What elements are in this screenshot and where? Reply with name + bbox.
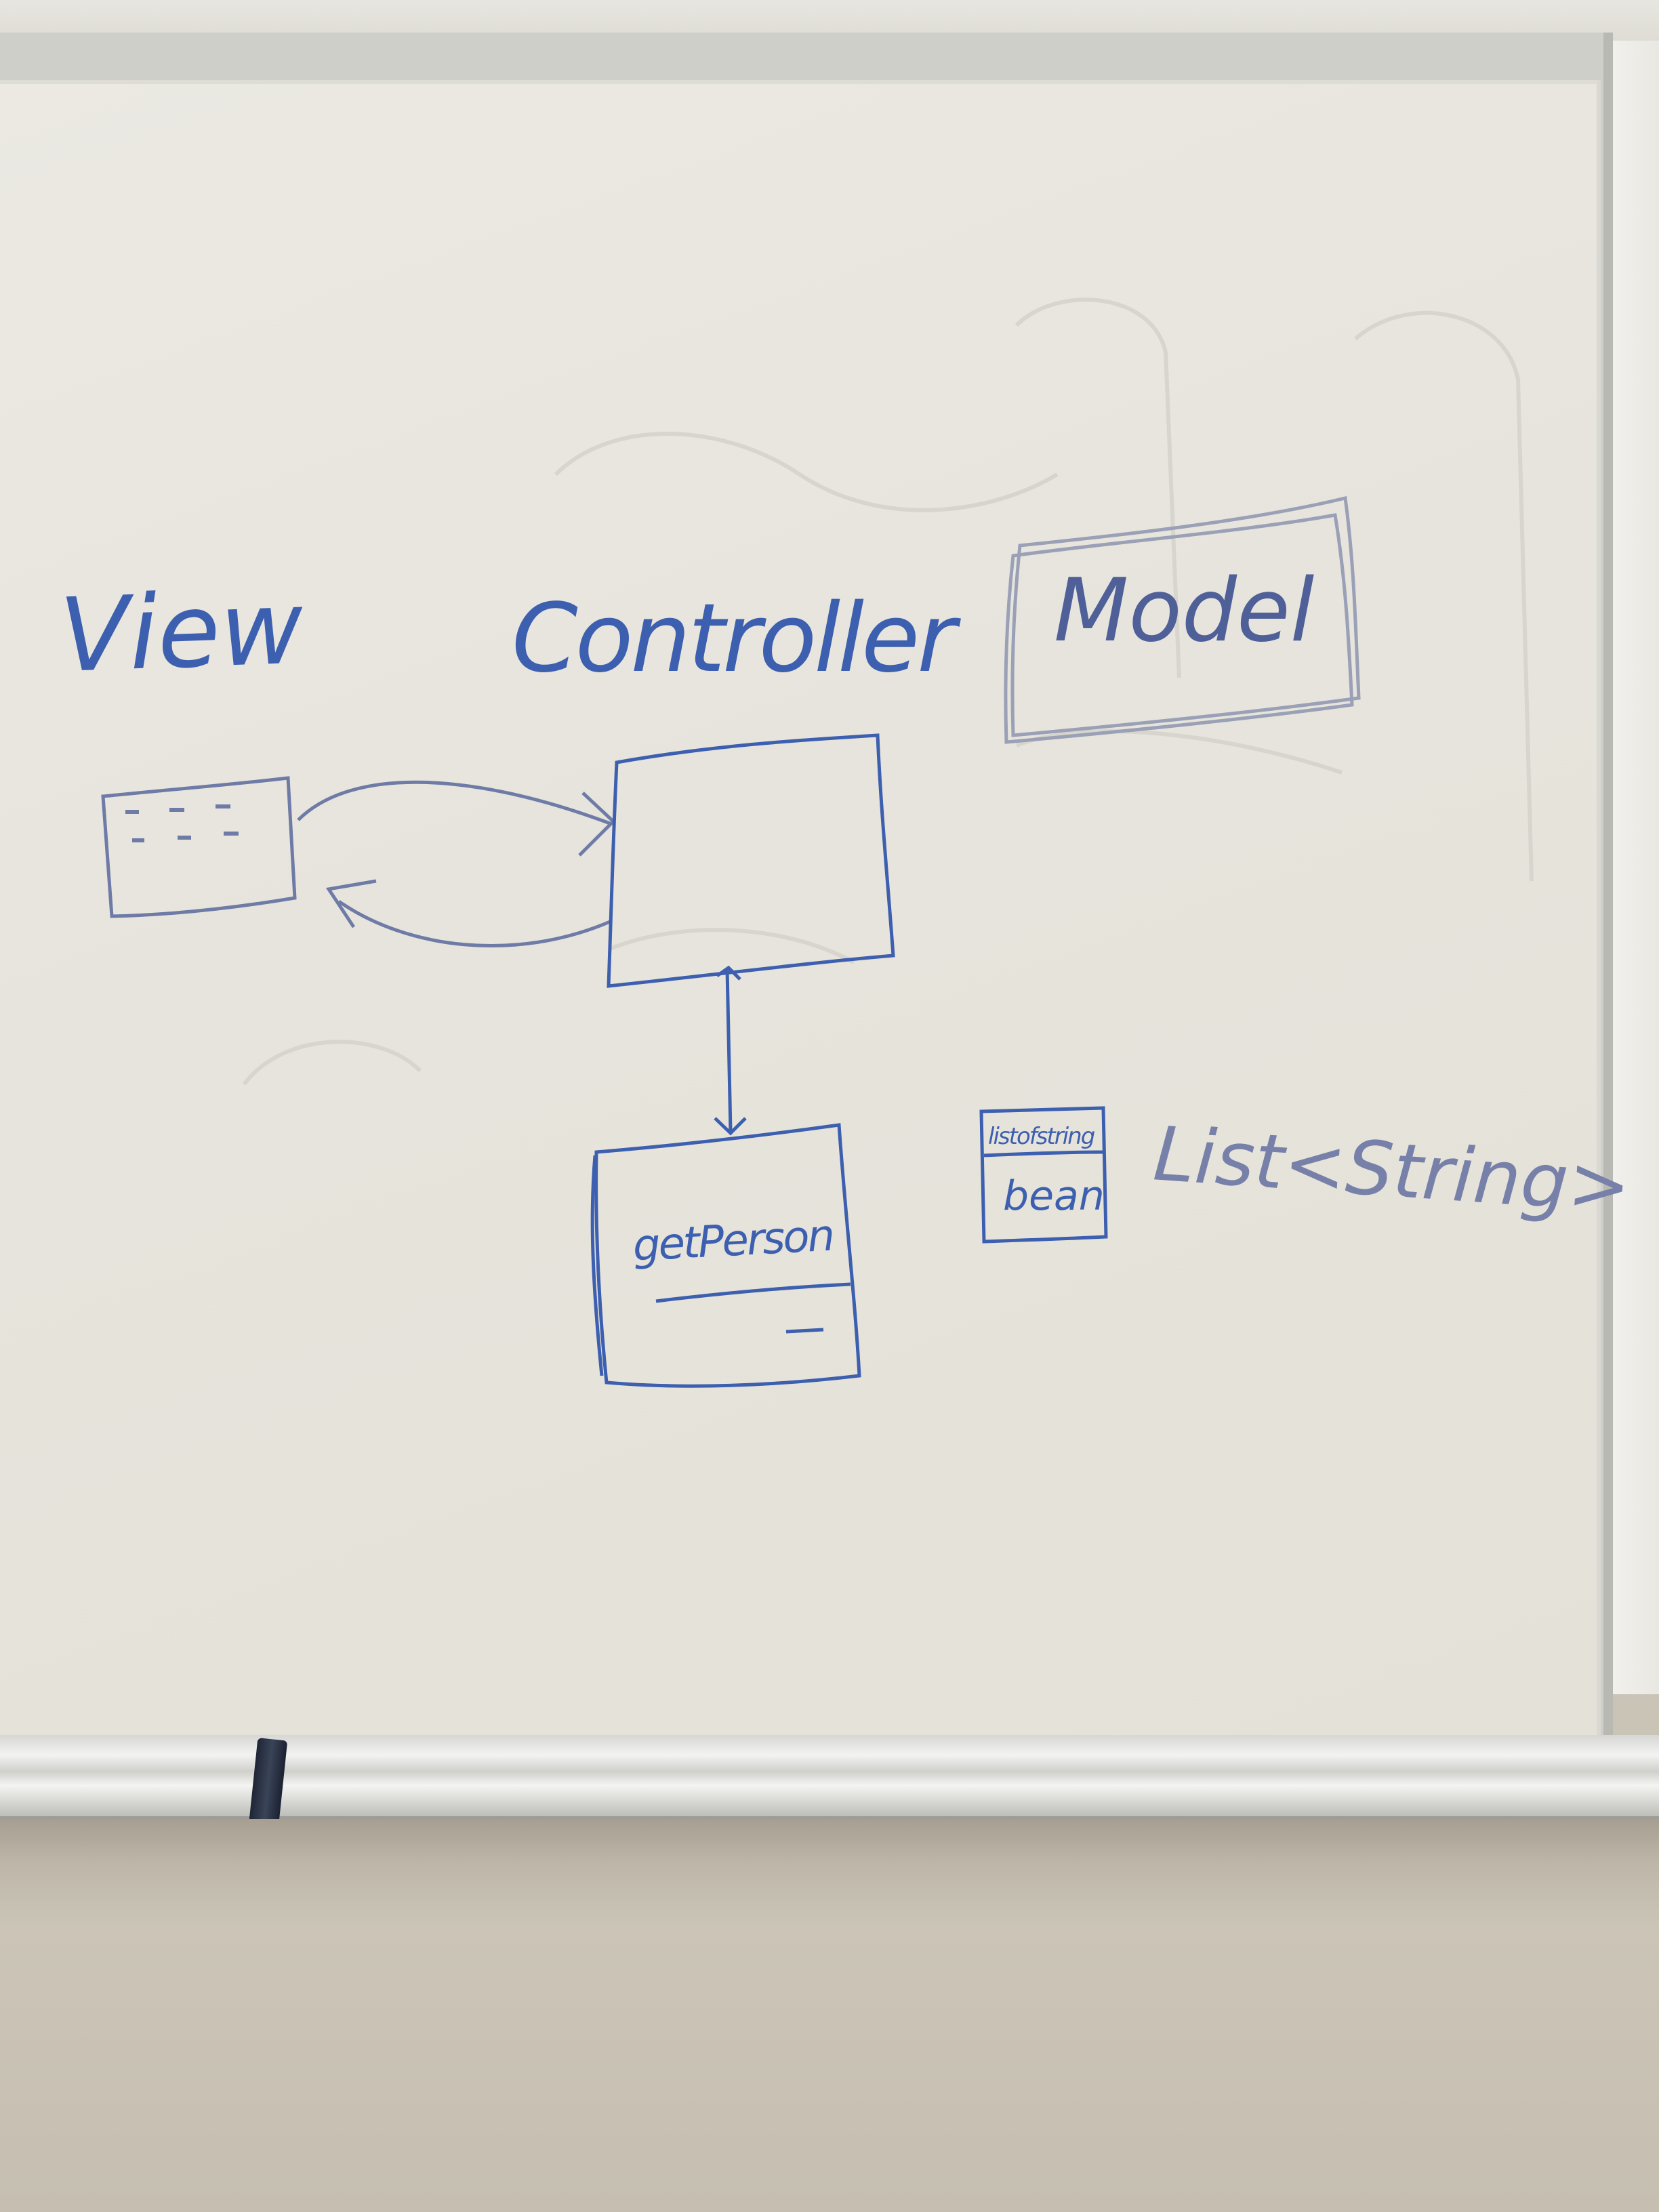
erased-ghost-marks: [242, 298, 1534, 1086]
wall-below-board: [0, 1927, 1659, 2212]
model-label: Model: [1054, 560, 1314, 661]
controller-label: Controller: [512, 583, 961, 694]
view-label: View: [58, 569, 305, 695]
class-box-header: listofstring: [988, 1123, 1095, 1150]
view-screen-box: [101, 776, 297, 918]
whiteboard-frame: [0, 33, 1613, 1767]
controller-method-arrow: [714, 965, 747, 1136]
method-box-text: getPerson: [632, 1211, 834, 1271]
controller-box: [607, 733, 895, 988]
model-box: [1004, 495, 1361, 744]
adjacent-board-edge: [1613, 41, 1659, 1694]
method-box: [590, 1123, 861, 1388]
type-note: List<String>: [1151, 1110, 1633, 1230]
view-controller-arrows: [297, 780, 616, 947]
class-box-body: bean: [1003, 1172, 1105, 1220]
class-box: [979, 1106, 1108, 1244]
tray-shadow: [0, 1819, 1659, 1927]
whiteboard-surface: [0, 80, 1601, 1767]
